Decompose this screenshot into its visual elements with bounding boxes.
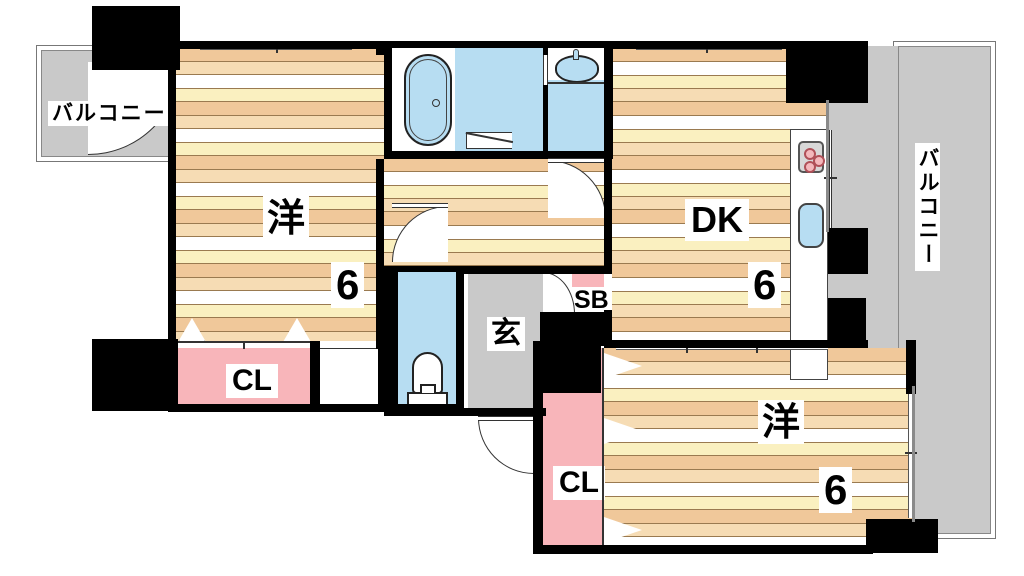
stove-burner-2 bbox=[813, 155, 825, 167]
room-left-size: 6 bbox=[331, 262, 365, 308]
bathtub-drain-icon bbox=[432, 99, 440, 107]
dk-size: 6 bbox=[748, 262, 782, 308]
toilet-icon bbox=[412, 352, 443, 394]
wall-pillar-bottom-left bbox=[92, 339, 178, 411]
washroom-floor bbox=[548, 80, 606, 151]
front-door-arc bbox=[478, 418, 534, 474]
shoe-box-label: SB bbox=[572, 286, 611, 314]
wall-closet-left-east bbox=[310, 341, 320, 411]
kitchen-partition-tick bbox=[824, 177, 837, 179]
wall-pillar-top-right bbox=[786, 41, 868, 103]
wall-room-left-east-upper bbox=[376, 41, 384, 55]
closet-right-door-indicator-2 bbox=[604, 418, 642, 444]
wall-genkan-bottom bbox=[464, 408, 546, 416]
wall-room-right-east bbox=[906, 340, 916, 394]
wall-sb-bottom bbox=[540, 312, 612, 346]
washbasin-faucet-icon bbox=[573, 49, 579, 60]
closet-left-label: CL bbox=[226, 364, 278, 398]
wall-room-right-south bbox=[533, 545, 873, 554]
stove-burner-3 bbox=[804, 161, 816, 173]
balcony-right-area bbox=[898, 46, 991, 534]
room-right-size: 6 bbox=[819, 467, 853, 513]
closet-right-door-indicator-3 bbox=[604, 517, 642, 543]
wall-room-left-east bbox=[376, 159, 384, 349]
dk-label: DK bbox=[685, 199, 749, 241]
balcony-right-label: バルコニー bbox=[915, 143, 940, 271]
wall-pillar-center-bottom bbox=[537, 341, 601, 393]
wall-bottom-left-closet bbox=[168, 404, 390, 412]
closet-left-door-indicator-2 bbox=[283, 318, 311, 342]
room-right-door-arc bbox=[543, 272, 575, 314]
wall-room-right-east-thin bbox=[912, 386, 915, 522]
wall-pillar-bottom-right bbox=[866, 519, 938, 553]
balcony-left-label: バルコニー bbox=[48, 101, 171, 126]
wall-top-left bbox=[176, 41, 384, 49]
bathtub-inner bbox=[409, 59, 447, 141]
wall-genkan-top bbox=[464, 266, 612, 274]
closet-left-door-indicator-1 bbox=[178, 318, 206, 342]
front-door-leaf bbox=[478, 416, 534, 421]
window-room-right-east-mullion bbox=[905, 452, 917, 454]
wall-toilet-west bbox=[384, 266, 392, 416]
bath-washroom-divider bbox=[543, 55, 548, 85]
wall-dk-east-thin bbox=[826, 100, 829, 232]
kitchen-partition-line bbox=[829, 130, 832, 245]
wall-pillar-top-left bbox=[92, 6, 180, 70]
wall-pillar-right-mid bbox=[828, 228, 868, 274]
wall-hallway-east bbox=[604, 41, 612, 273]
washbasin-counter bbox=[548, 82, 606, 84]
room-right-floor bbox=[604, 348, 914, 552]
room-left-door-leaf bbox=[392, 203, 448, 208]
closet-right-door-indicator-1 bbox=[604, 353, 642, 379]
genkan-label: 玄 bbox=[487, 317, 525, 351]
closet-left-track-mid bbox=[243, 341, 245, 349]
wall-room-right-north bbox=[604, 340, 868, 348]
wall-room-right-west bbox=[533, 341, 543, 553]
wall-top-dk bbox=[612, 41, 828, 49]
wall-pillar-right-mid-2 bbox=[828, 298, 866, 344]
closet-right-label: CL bbox=[553, 466, 605, 500]
closet-right-track-line bbox=[602, 348, 604, 552]
wall-closet-left-west bbox=[168, 341, 178, 411]
wall-storagebox-east bbox=[378, 341, 388, 411]
wall-toilet-bottom bbox=[384, 404, 464, 412]
room-left-label: 洋 bbox=[263, 196, 310, 240]
kitchen-sink-icon bbox=[798, 203, 824, 248]
dk-door-leaf bbox=[548, 158, 606, 163]
toilet-tank-lid bbox=[420, 384, 436, 393]
room-right-label: 洋 bbox=[758, 400, 805, 444]
gas-stove-icon bbox=[798, 141, 825, 173]
storage-box-left bbox=[318, 348, 380, 410]
wall-room-left-west bbox=[168, 41, 176, 349]
wall-toilet-east bbox=[456, 266, 464, 416]
